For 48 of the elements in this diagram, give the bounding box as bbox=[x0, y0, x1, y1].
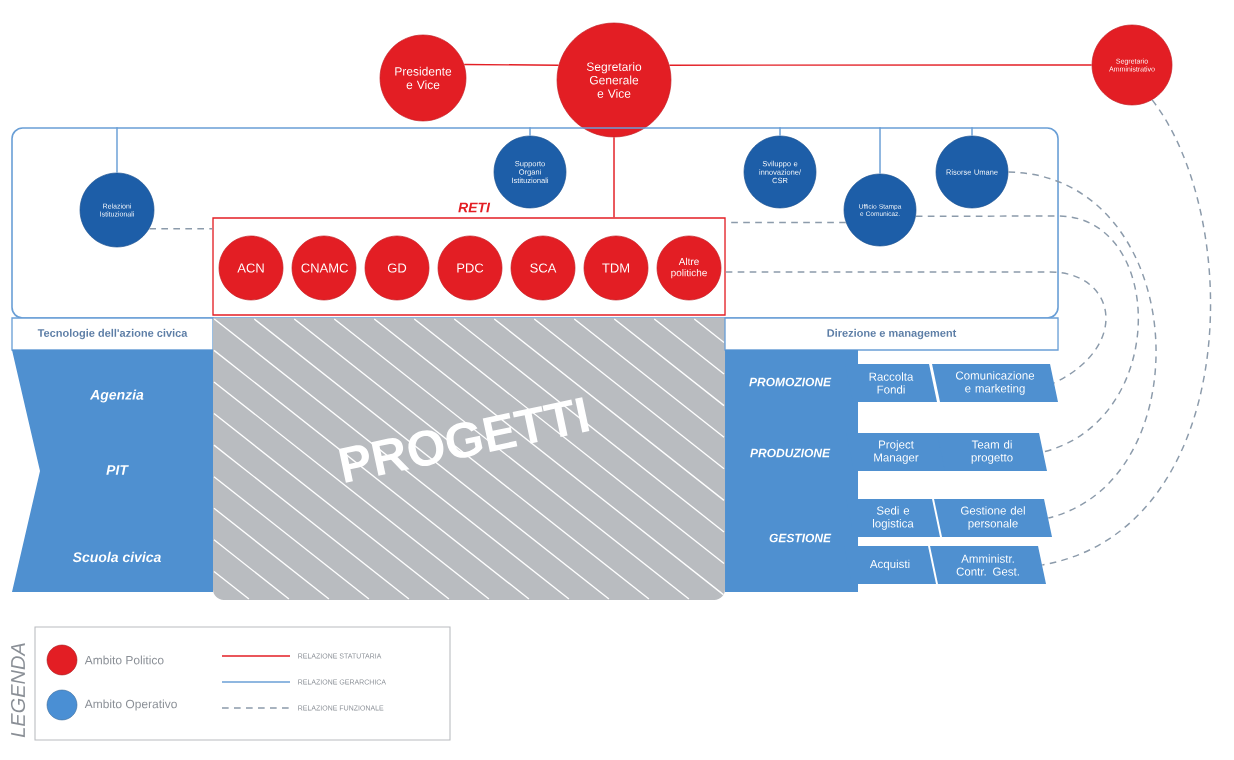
dashed-connector bbox=[724, 271, 1107, 384]
role-box: Project Manager bbox=[846, 433, 946, 471]
node-label: PROMOZIONE bbox=[749, 377, 832, 387]
node-label: RETI bbox=[458, 202, 491, 213]
circle-node: ACN bbox=[218, 235, 284, 301]
node-label: Sedi e logistica bbox=[873, 506, 914, 530]
header-cell: Direzione e management bbox=[724, 317, 1059, 351]
role-box: Raccolta Fondi bbox=[845, 364, 937, 402]
section-band: Agenzia PIT Scuola civica bbox=[12, 350, 213, 592]
legend-label: Ambito Operativo bbox=[84, 699, 177, 711]
circle-node: PDC bbox=[437, 235, 503, 301]
node-label: GESTIONE bbox=[769, 533, 832, 543]
node-label: Project Manager bbox=[874, 440, 919, 464]
role-box: Team di progetto bbox=[937, 433, 1047, 471]
circle-node: GD bbox=[364, 235, 430, 301]
connector-line bbox=[116, 126, 118, 174]
node-label: Raccolta Fondi bbox=[869, 372, 914, 394]
node-label: Amministr. Contr. Gest. bbox=[956, 554, 1019, 576]
node-label: Acquisti bbox=[869, 559, 910, 571]
node-label: Gestione del personale bbox=[961, 506, 1025, 530]
circle-node: CNAMC bbox=[291, 235, 357, 301]
circle-node: Altre politiche bbox=[656, 235, 722, 301]
role-box: Gestione del personale bbox=[934, 499, 1052, 537]
circle-node: TDM bbox=[583, 235, 649, 301]
connector-line bbox=[779, 126, 781, 137]
node-label: PRODUZIONE bbox=[750, 448, 831, 458]
connector-line bbox=[613, 136, 615, 219]
legend-title: LEGENDA bbox=[10, 643, 26, 738]
dashed-connector bbox=[1007, 171, 1156, 519]
section-band: PROMOZIONE PRODUZIONE GESTIONE bbox=[725, 350, 858, 592]
role-box: Amministr. Contr. Gest. bbox=[930, 546, 1046, 584]
legend-label: Ambito Politico bbox=[84, 655, 164, 665]
connector-line bbox=[463, 63, 560, 66]
role-box: Sedi e logistica bbox=[846, 499, 940, 537]
connector-line bbox=[879, 126, 881, 175]
dashed-connector bbox=[915, 215, 1140, 453]
circle-node: Presidente e Vice bbox=[379, 34, 467, 122]
dashed-connector bbox=[1041, 99, 1212, 566]
header-cell: Tecnologie dell'azione civica bbox=[11, 317, 214, 351]
connector-line bbox=[971, 126, 973, 137]
circle-node: Segretario Generale e Vice bbox=[556, 22, 672, 138]
node-label: Team di progetto bbox=[971, 440, 1013, 464]
connector-line bbox=[529, 126, 531, 137]
circle-node: SCA bbox=[510, 235, 576, 301]
dashed-connector bbox=[148, 227, 214, 230]
connector-line bbox=[668, 64, 1093, 66]
role-box: Acquisti bbox=[844, 546, 936, 584]
role-box: Comunicazione e marketing bbox=[932, 364, 1058, 402]
